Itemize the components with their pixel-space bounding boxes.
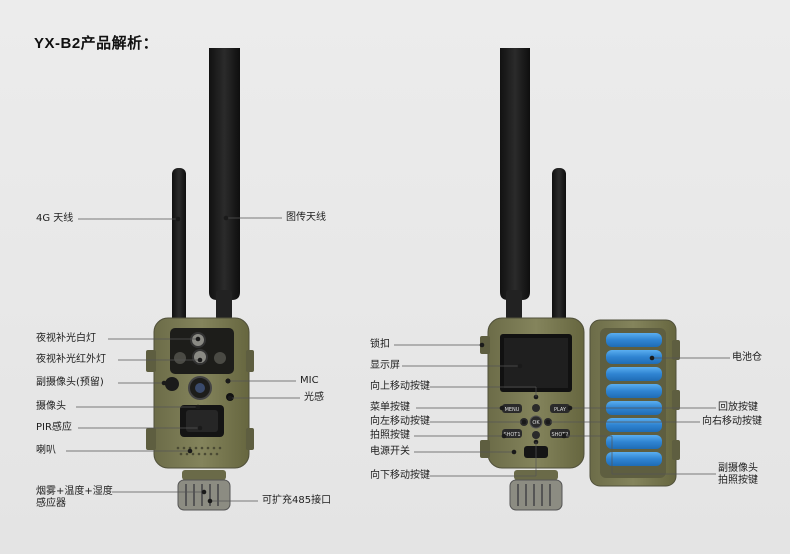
antenna-right-short bbox=[552, 168, 566, 328]
label-camera: 摄像头 bbox=[36, 401, 66, 412]
label-sub-camera: 副摄像头(预留) bbox=[36, 377, 104, 388]
label-display: 显示屏 bbox=[370, 360, 400, 371]
antenna-right-tall bbox=[500, 48, 530, 300]
label-night-white-light: 夜视补光白灯 bbox=[36, 333, 96, 344]
shot2-key-text: SHOT2 bbox=[551, 432, 568, 438]
label-battery: 电池仓 bbox=[732, 352, 762, 363]
label-antenna-4g: 4G 天线 bbox=[36, 213, 74, 224]
label-rs485-port: 可扩充485接口 bbox=[262, 495, 332, 506]
label-env-sensor-line1: 烟雾+温度+湿度 bbox=[36, 486, 113, 497]
label-shot-key: 拍照按键 bbox=[370, 430, 410, 441]
label-lock: 锁扣 bbox=[370, 339, 390, 350]
label-image-antenna: 图传天线 bbox=[286, 212, 326, 223]
label-up-key: 向上移动按键 bbox=[370, 381, 430, 392]
label-pir-sensor: PIR感应 bbox=[36, 422, 72, 433]
label-left-key: 向左移动按键 bbox=[370, 416, 430, 427]
ok-key-text: OK bbox=[532, 420, 540, 426]
antenna-image bbox=[209, 48, 240, 300]
label-mic: MIC bbox=[300, 375, 319, 386]
left-device bbox=[146, 48, 254, 511]
antenna-4g bbox=[172, 168, 186, 328]
label-sub-cam-shot-line2: 拍照按键 bbox=[718, 475, 758, 486]
label-menu-key: 菜单按键 bbox=[370, 402, 410, 413]
label-playback-key: 回放按键 bbox=[718, 402, 758, 413]
menu-key-text: MENU bbox=[505, 407, 520, 413]
shot1-key-text: SHOT1 bbox=[503, 432, 520, 438]
leader-dots-left bbox=[161, 215, 233, 504]
play-key-text: PLAY bbox=[554, 407, 567, 413]
label-right-key: 向右移动按键 bbox=[702, 416, 762, 427]
label-power-switch: 电源开关 bbox=[370, 446, 410, 457]
label-light-sensor: 光感 bbox=[304, 392, 324, 403]
leader-lines-right bbox=[394, 344, 730, 477]
label-night-ir-light: 夜视补光红外灯 bbox=[36, 354, 106, 365]
label-sub-cam-shot-line1: 副摄像头 bbox=[718, 463, 758, 474]
battery-cells bbox=[606, 333, 662, 466]
page-title: YX-B2产品解析： bbox=[34, 35, 159, 52]
label-speaker: 喇叭 bbox=[36, 445, 56, 456]
leader-dots-right bbox=[479, 342, 655, 455]
label-env-sensor-line2: 感应器 bbox=[36, 498, 66, 509]
leader-lines-left bbox=[66, 217, 300, 502]
right-device bbox=[480, 48, 680, 511]
label-down-key: 向下移动按键 bbox=[370, 470, 430, 481]
